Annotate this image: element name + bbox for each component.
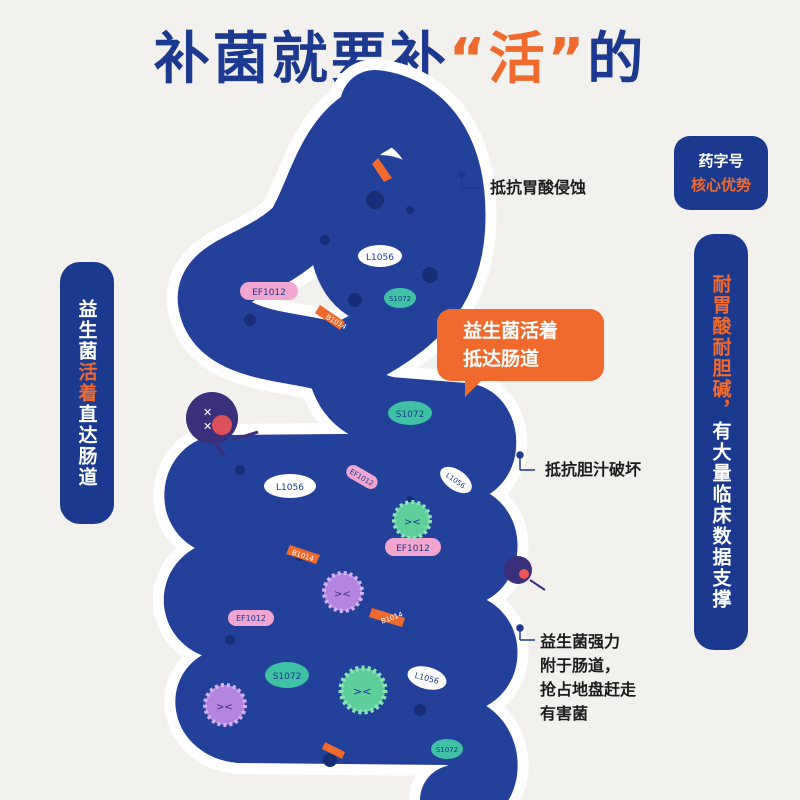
strain-tag-l1056-2: L1056: [264, 474, 316, 498]
left-feature-part3: 直达肠道: [75, 403, 98, 488]
left-feature-part1: 益生菌: [75, 298, 98, 362]
strain-tag-text: L1056: [366, 253, 394, 263]
title-suffix: 的: [587, 27, 647, 92]
svg-text:><: ><: [334, 589, 351, 600]
callout-bile: 抵抗胆汁破坏: [545, 460, 642, 479]
left-feature-pill: 益生菌活着直达肠道: [60, 262, 114, 524]
right-feature-part2: 耐胆碱，: [709, 337, 732, 421]
callout-stomach: 抵抗胃酸侵蚀: [490, 178, 587, 197]
strain-tag-s1072-4: S1072: [431, 739, 463, 759]
strain-tag-l1056-3: L1056: [440, 466, 472, 494]
strain-tag-s1072-1: S1072: [384, 288, 416, 308]
badge-line1: 药字号: [698, 152, 744, 170]
svg-text:L1056: L1056: [276, 483, 304, 493]
callout-intestine-line: 益生菌强力: [540, 632, 621, 651]
strain-tag-s1072-3: S1072: [265, 662, 309, 688]
core-advantage-badge: 药字号 核心优势: [674, 136, 768, 210]
strain-tag-l1056-1: L1056: [358, 245, 402, 267]
badge-line2: 核心优势: [690, 176, 751, 194]
speech-bubble: 益生菌活着 抵达肠道: [437, 309, 604, 397]
title-highlight: “活”: [448, 27, 588, 92]
svg-text:S1072: S1072: [389, 295, 411, 303]
svg-text:S1072: S1072: [436, 746, 458, 754]
strain-tag-b1014-5: [322, 742, 345, 759]
speech-bubble-line2: 抵达肠道: [463, 348, 540, 370]
right-feature-pill: 耐胃酸耐胆碱，有大量临床数据支撑: [694, 234, 748, 650]
svg-text:✕: ✕: [203, 420, 212, 433]
strain-tag-s1072-2: S1072: [388, 401, 432, 425]
gut-body: [163, 70, 518, 800]
svg-text:><: ><: [353, 685, 371, 698]
callout-intestine-line: 附于肠道，: [540, 656, 621, 675]
left-feature-part2: 活着: [75, 361, 98, 404]
bad-germ-icon: ✕ ✕: [186, 392, 259, 457]
right-feature-text: 耐胃酸耐胆碱，有大量临床数据支撑: [708, 274, 735, 610]
svg-text:S1072: S1072: [273, 672, 302, 682]
strain-tag-ef1012-3: EF1012: [385, 538, 441, 556]
stomach-bulge: [310, 155, 450, 325]
svg-text:EF1012: EF1012: [252, 288, 286, 298]
right-feature-part1: 耐胃酸: [709, 274, 732, 337]
callout-intestine: 益生菌强力 附于肠道， 抢占地盘赶走 有害菌: [540, 630, 636, 726]
svg-text:✕: ✕: [203, 406, 212, 419]
right-feature-part3: 有大量临床数据支撑: [709, 421, 732, 610]
svg-text:><: ><: [404, 517, 421, 528]
strain-tag-l1056-4: L1056: [407, 666, 447, 690]
strain-tag-ef1012-4: EF1012: [228, 610, 274, 626]
texture-spots: [225, 191, 438, 767]
purple-germ-icon: ><: [322, 571, 364, 613]
svg-text:S1072: S1072: [396, 410, 425, 420]
page-title: 补菌就要补“活”的: [0, 14, 800, 95]
strain-tag-b1014-4: B1014: [369, 608, 405, 627]
svg-text:><: ><: [216, 702, 233, 713]
speech-bubble-line1: 益生菌活着: [463, 320, 559, 342]
left-feature-text: 益生菌活着直达肠道: [74, 299, 101, 488]
green-germ-icon: ><: [392, 500, 432, 540]
bad-germ-small-icon: [504, 556, 546, 591]
strain-tag-b1014-2: [372, 158, 392, 182]
green-germ-large-icon: ><: [338, 665, 388, 715]
callout-intestine-line: 有害菌: [540, 704, 589, 723]
strain-tag-ef1012-1: EF1012: [240, 282, 298, 300]
callout-intestine-line: 抢占地盘赶走: [540, 680, 637, 699]
svg-text:EF1012: EF1012: [396, 544, 430, 554]
callout-connectors: [458, 171, 535, 641]
purple-germ-large-icon: ><: [203, 683, 247, 727]
svg-text:EF1012: EF1012: [236, 614, 266, 623]
